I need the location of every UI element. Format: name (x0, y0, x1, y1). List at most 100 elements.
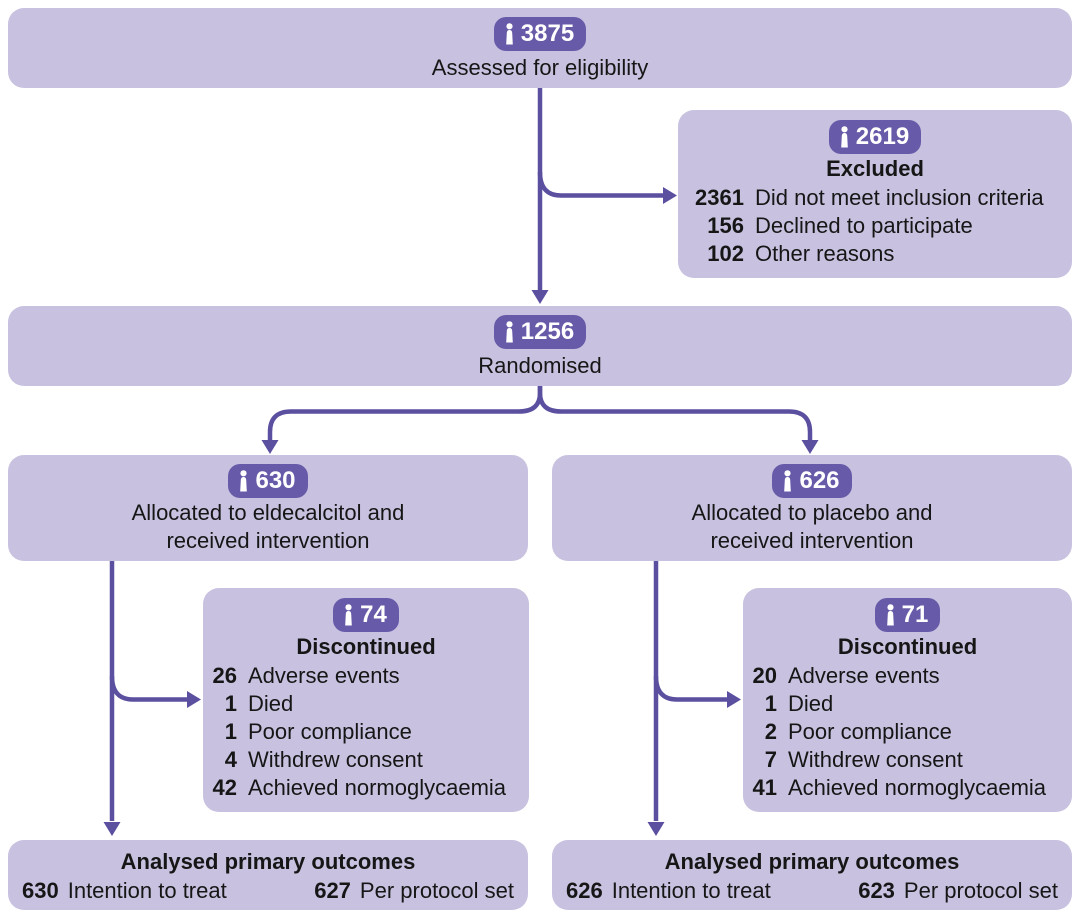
reason-row: 26 Adverse events (203, 662, 529, 690)
outcome-itt: 626 Intention to treat (566, 877, 771, 905)
person-icon (505, 321, 513, 343)
reason-label: Died (248, 691, 294, 716)
reason-row: 1 Died (203, 690, 529, 718)
box-title: Analysed primary outcomes (120, 849, 416, 874)
outcome-count: 626 (566, 878, 603, 903)
reason-count: 2361 (695, 185, 744, 210)
box-assessed-eligibility: 3875 Assessed for eligibility (8, 8, 1072, 88)
reason-label: Died (788, 691, 834, 716)
reason-list: 26 Adverse events 1 Died 1 Poor complian… (203, 662, 529, 802)
reason-count: 156 (707, 213, 744, 238)
outcome-label: Per protocol set (903, 878, 1058, 903)
count-value: 3875 (520, 20, 575, 47)
reason-count: 41 (752, 775, 777, 800)
outcome-count: 627 (314, 878, 351, 903)
arrowhead-right-discont-left (187, 691, 201, 708)
reason-row: 4 Withdrew consent (203, 746, 529, 774)
arrowhead-down-randomised (531, 290, 549, 304)
reason-count: 102 (707, 241, 744, 266)
reason-row: 2361 Did not meet inclusion criteria (678, 184, 1072, 212)
outcome-row: 626 Intention to treat 623 Per protocol … (552, 877, 1072, 905)
box-discontinued-eldecalcitol: 74 Discontinued 26 Adverse events 1 Died… (203, 588, 529, 812)
box-title: Excluded (826, 156, 924, 181)
arrowhead-down-alloc-left (261, 440, 279, 454)
reason-label: Adverse events (248, 663, 400, 688)
count-value: 74 (360, 601, 387, 628)
reason-label: Withdrew consent (248, 747, 423, 772)
count-badge-discont-left: 74 (333, 598, 399, 632)
arrowhead-right-excluded (663, 187, 677, 204)
box-allocated-eldecalcitol: 630 Allocated to eldecalcitol and receiv… (8, 455, 528, 561)
box-analysed-placebo: Analysed primary outcomes 626 Intention … (552, 840, 1072, 910)
box-label-line2: received intervention (710, 528, 914, 553)
box-label: Assessed for eligibility (431, 55, 649, 80)
reason-count: 1 (224, 691, 237, 716)
count-badge-excluded: 2619 (828, 120, 922, 154)
reason-row: 102 Other reasons (678, 240, 1072, 268)
box-label-line1: Allocated to eldecalcitol and (131, 500, 405, 525)
outcome-label: Intention to treat (611, 878, 771, 903)
reason-label: Declined to participate (755, 213, 973, 238)
box-excluded: 2619 Excluded 2361 Did not meet inclusio… (678, 110, 1072, 278)
count-badge-alloc-right: 626 (772, 464, 852, 498)
arrow-left-branch (109, 675, 187, 702)
person-icon (240, 470, 248, 492)
reason-row: 20 Adverse events (743, 662, 1072, 690)
count-value: 2619 (855, 123, 910, 150)
reason-label: Poor compliance (248, 719, 412, 744)
reason-count: 1 (224, 719, 237, 744)
outcome-label: Intention to treat (67, 878, 227, 903)
count-value: 1256 (520, 318, 575, 345)
reason-list: 20 Adverse events 1 Died 2 Poor complian… (743, 662, 1072, 802)
reason-count: 7 (764, 747, 777, 772)
reason-count: 2 (764, 719, 777, 744)
reason-count: 4 (224, 747, 237, 772)
outcome-pp: 623 Per protocol set (858, 877, 1058, 905)
box-label-line1: Allocated to placebo and (691, 500, 933, 525)
arrow-branch-excluded (537, 171, 663, 198)
outcome-row: 630 Intention to treat 627 Per protocol … (8, 877, 528, 905)
box-analysed-eldecalcitol: Analysed primary outcomes 630 Intention … (8, 840, 528, 910)
person-icon (840, 126, 848, 148)
reason-label: Did not meet inclusion criteria (755, 185, 1044, 210)
count-value: 626 (799, 467, 840, 494)
box-allocated-placebo: 626 Allocated to placebo and received in… (552, 455, 1072, 561)
count-badge-alloc-left: 630 (228, 464, 308, 498)
reason-row: 2 Poor compliance (743, 718, 1072, 746)
person-icon (784, 470, 792, 492)
reason-count: 1 (764, 691, 777, 716)
person-icon (505, 23, 513, 45)
count-value: 630 (255, 467, 296, 494)
reason-label: Achieved normoglycaemia (788, 775, 1047, 800)
reason-count: 20 (752, 663, 777, 688)
reason-label: Withdrew consent (788, 747, 963, 772)
reason-count: 26 (212, 663, 237, 688)
reason-row: 7 Withdrew consent (743, 746, 1072, 774)
arrowhead-down-analysed-left (103, 822, 121, 836)
count-badge-eligibility: 3875 (493, 17, 587, 51)
reason-label: Adverse events (788, 663, 940, 688)
reason-row: 1 Poor compliance (203, 718, 529, 746)
outcome-label: Per protocol set (359, 878, 514, 903)
count-value: 71 (901, 601, 929, 628)
arrow-split-left (267, 386, 543, 440)
outcome-count: 630 (22, 878, 59, 903)
box-title: Analysed primary outcomes (664, 849, 960, 874)
arrowhead-right-discont-right (727, 691, 741, 708)
reason-list: 2361 Did not meet inclusion criteria 156… (678, 184, 1072, 268)
outcome-count: 623 (858, 878, 895, 903)
reason-row: 42 Achieved normoglycaemia (203, 774, 529, 802)
reason-row: 41 Achieved normoglycaemia (743, 774, 1072, 802)
outcome-itt: 630 Intention to treat (22, 877, 227, 905)
box-title: Discontinued (837, 634, 978, 659)
outcome-pp: 627 Per protocol set (314, 877, 514, 905)
person-icon (345, 604, 352, 626)
count-badge-randomised: 1256 (493, 315, 587, 349)
reason-label: Achieved normoglycaemia (248, 775, 507, 800)
box-label: Randomised (478, 353, 602, 378)
box-label-line2: received intervention (166, 528, 370, 553)
arrowhead-down-alloc-right (801, 440, 819, 454)
arrow-split-right (537, 386, 813, 440)
reason-row: 1 Died (743, 690, 1072, 718)
